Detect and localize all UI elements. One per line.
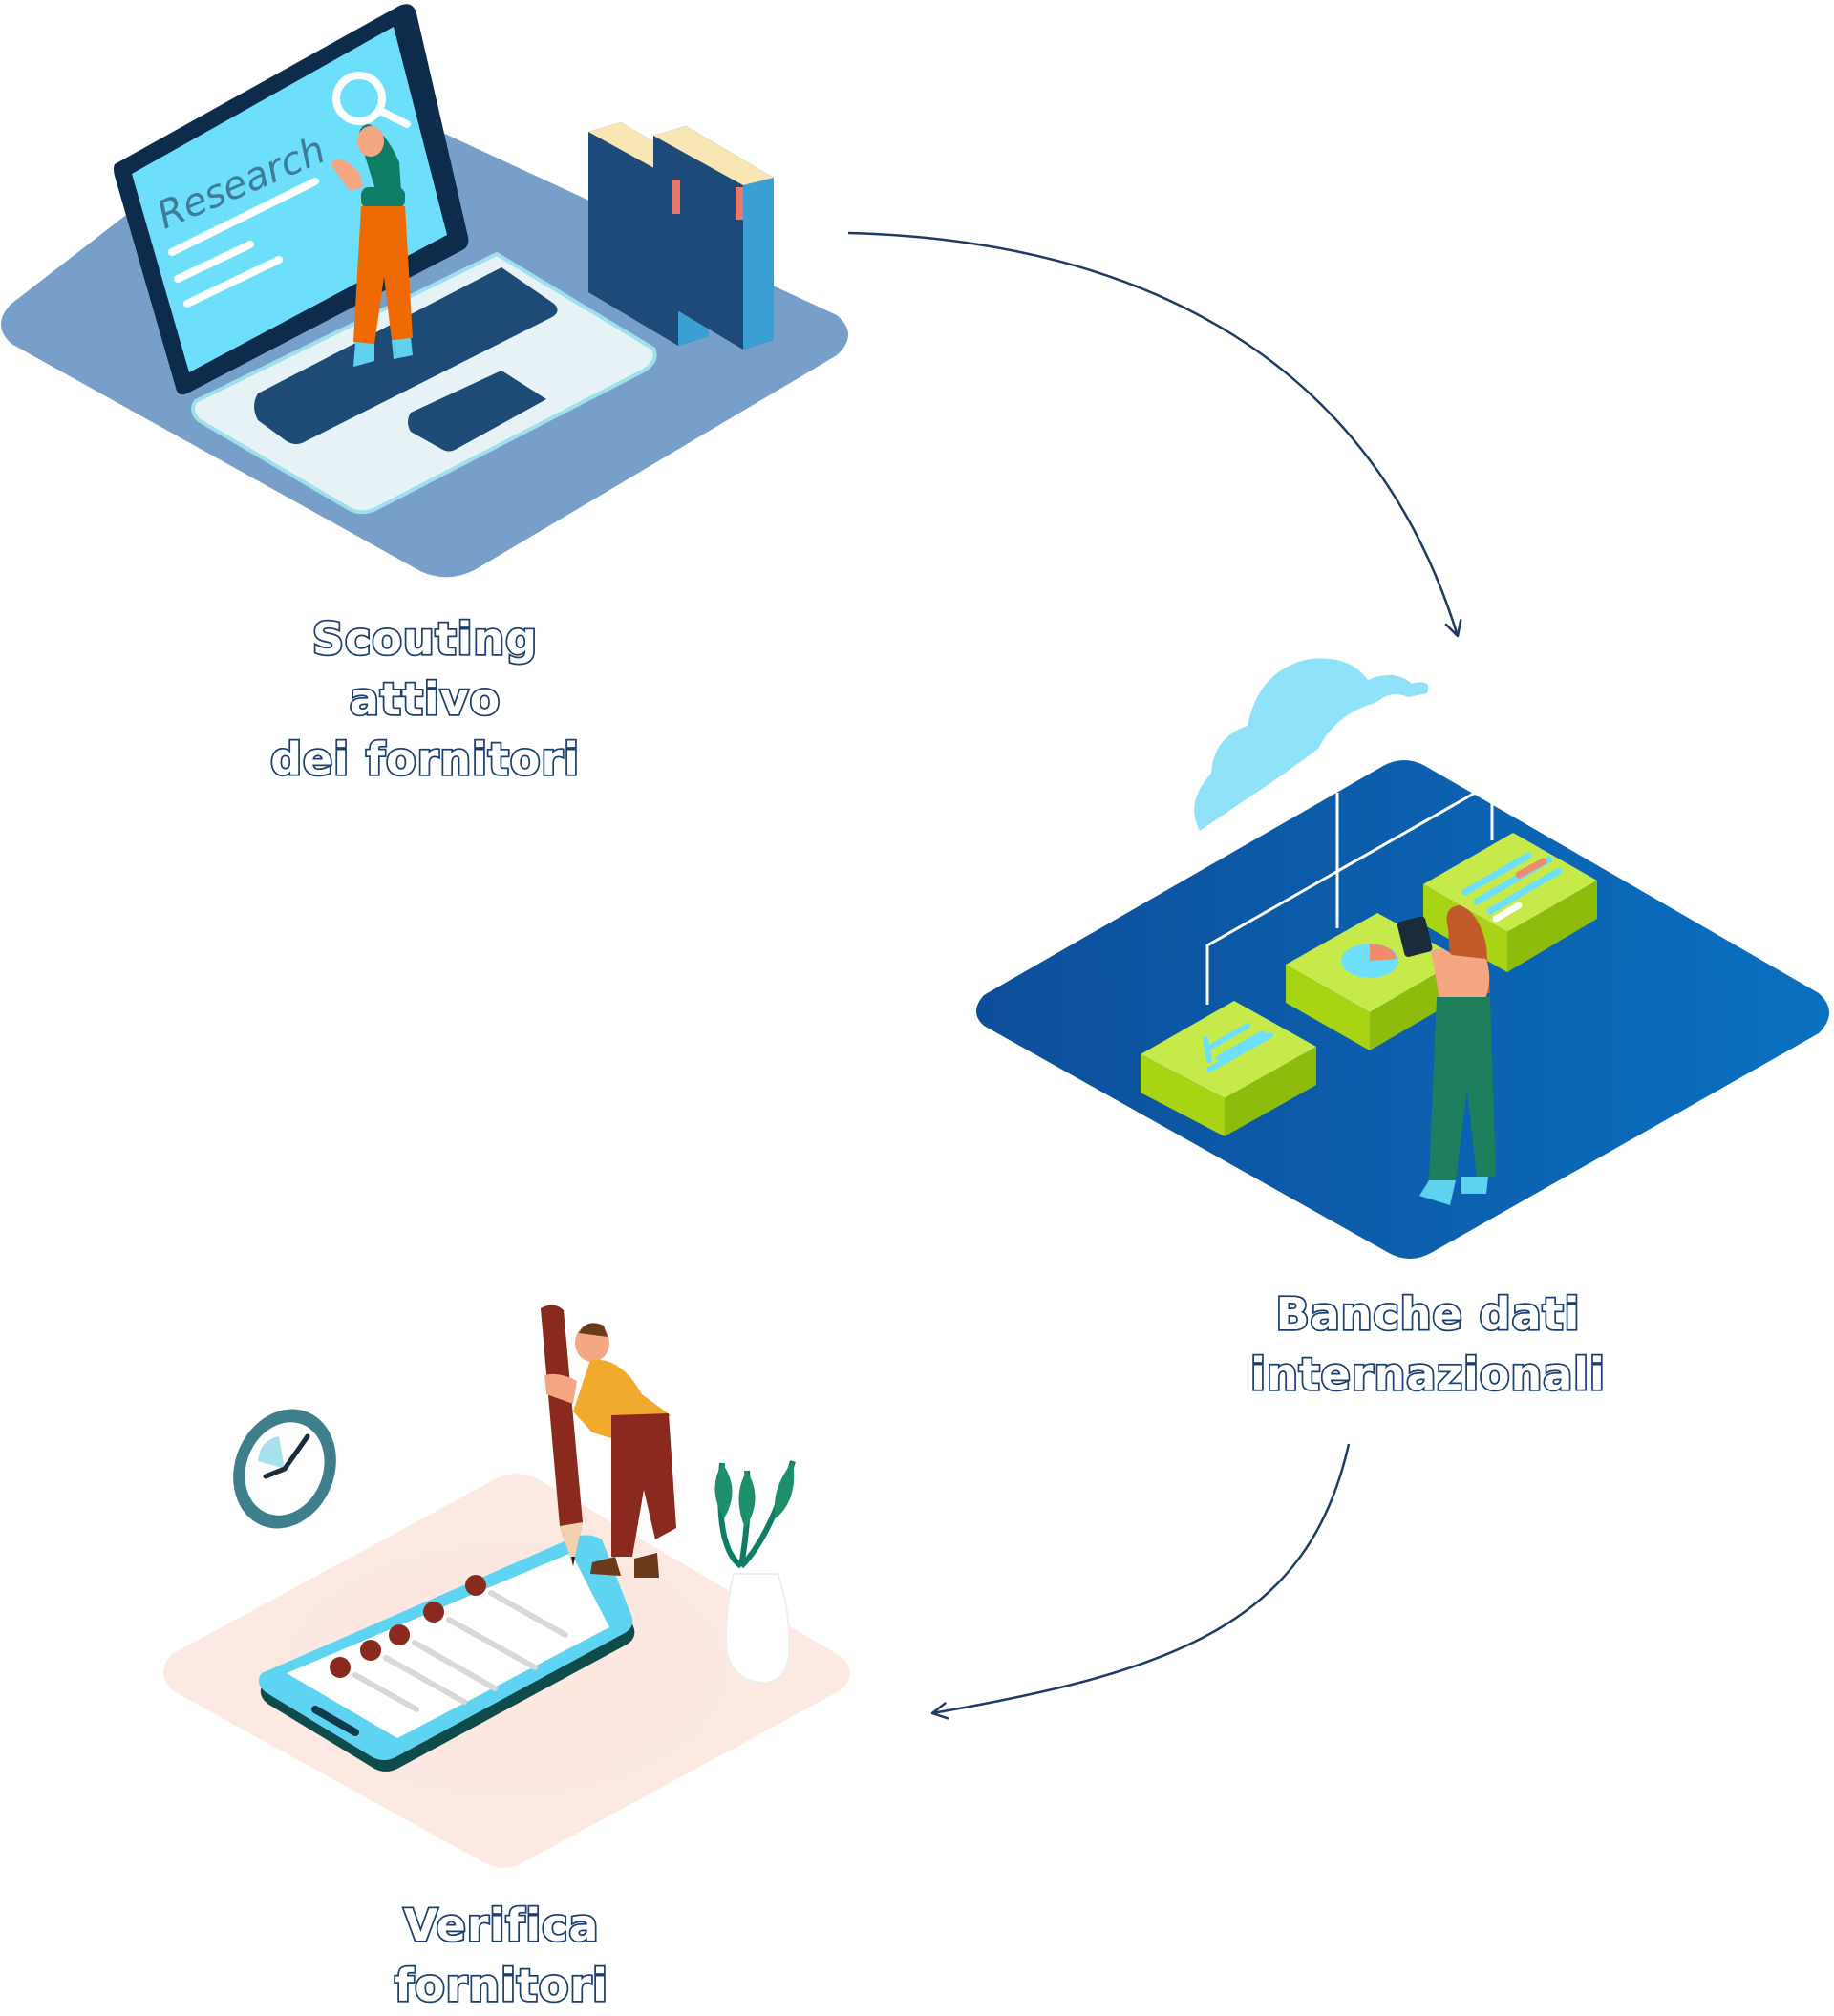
step-label-line: dei fornitori [268, 732, 580, 787]
smartphone-icon [258, 1535, 635, 1772]
step-label-verifica: Verifica fornitori [277, 1896, 726, 2016]
laptop-research-icon: Research [1, 4, 848, 578]
laptop-touchpad [408, 371, 546, 452]
arrow-banche-to-verifica [930, 1443, 1351, 1720]
support-wires [1205, 780, 1494, 1005]
screen-text-lines [168, 178, 319, 308]
green-box-chart-icon [1141, 1001, 1316, 1136]
step-label-line: internazionali [1248, 1347, 1606, 1402]
cloud-database-icon [976, 658, 1829, 1259]
arrow-scouting-to-banche [847, 231, 1462, 638]
man-with-pencil [541, 1305, 676, 1578]
step-label-line: Verifica [402, 1898, 600, 1953]
step-label-line: Banche dati [1274, 1286, 1581, 1342]
step-label-scouting: Scouting attivo dei fornitori [196, 609, 654, 790]
books-icon [588, 122, 774, 350]
step-label-banche: Banche dati internazionali [1189, 1284, 1667, 1405]
step-label-line: Scouting [310, 611, 539, 667]
plant-icon [714, 1460, 796, 1685]
clock-icon [233, 1409, 336, 1529]
checklist-rows [330, 1575, 568, 1712]
magnifier-icon [332, 72, 411, 128]
checklist-phone-icon [163, 1305, 850, 1868]
woman-researcher [331, 124, 413, 367]
step-label-line: fornitori [393, 1958, 608, 2013]
woman-with-tablet [1397, 905, 1496, 1205]
step-label-line: attivo [348, 671, 501, 727]
laptop-screen [132, 27, 447, 372]
cloud-icon [1194, 658, 1429, 831]
